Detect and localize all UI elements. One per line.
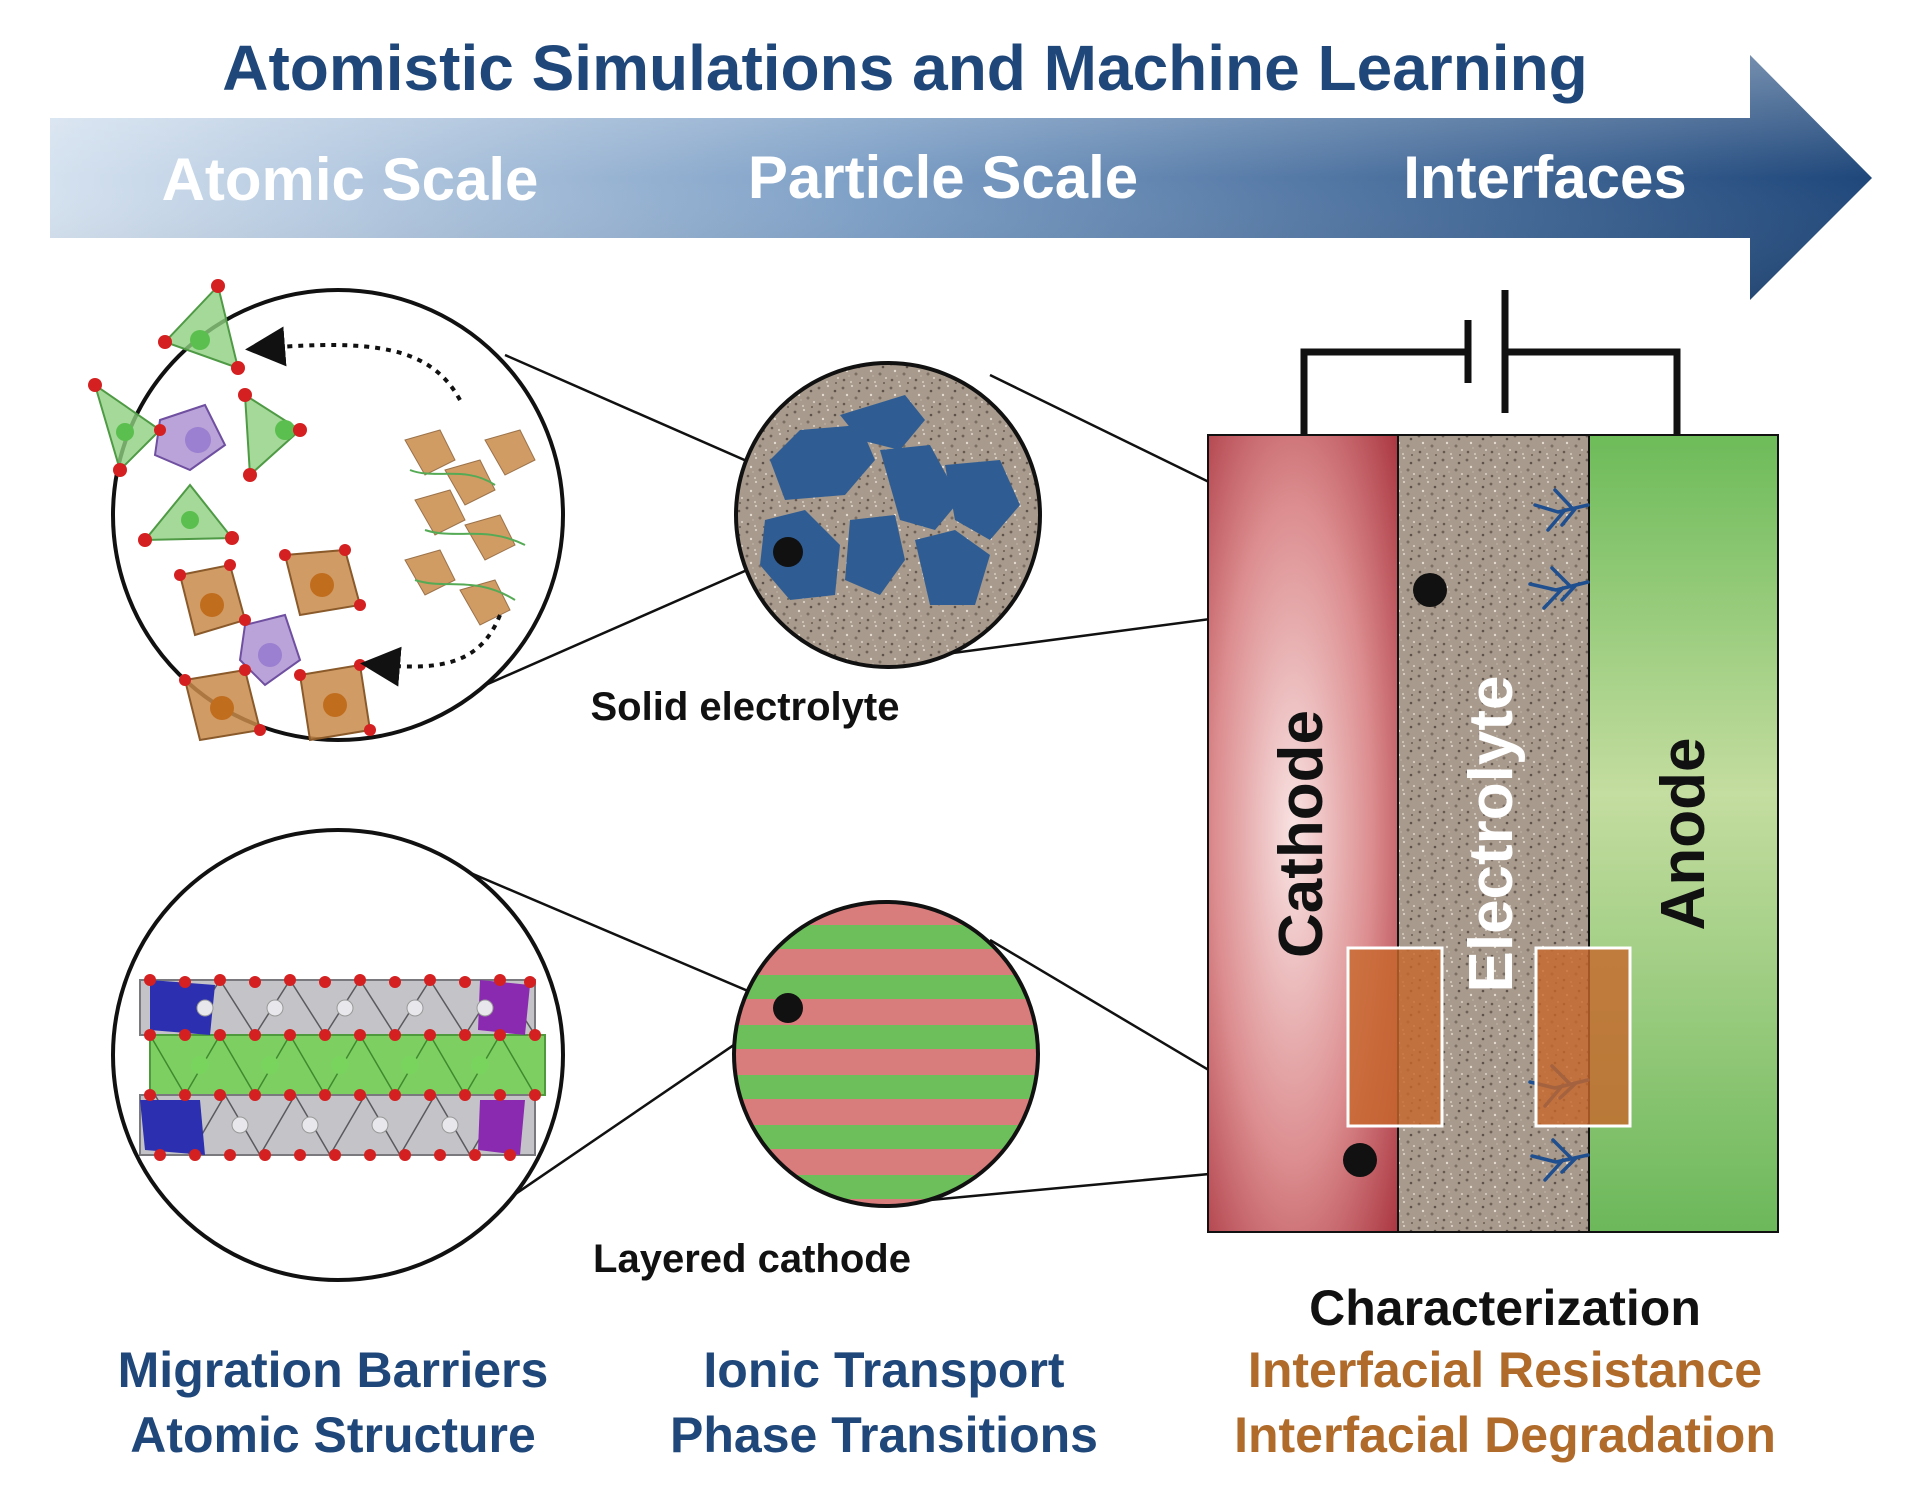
zoom-line	[439, 550, 789, 707]
octahedron	[484, 429, 536, 476]
migration-arrow-icon	[245, 326, 462, 401]
footer-left-line-2: Atomic Structure	[130, 1407, 536, 1463]
migration-arrow-icon	[360, 614, 502, 687]
oxygen-atoms	[88, 279, 376, 736]
layered-cathode-label: Layered cathode	[593, 1237, 911, 1281]
polyhedron-blue	[150, 980, 215, 1035]
battery-terminal-icon	[1300, 290, 1681, 435]
octahedron	[464, 514, 516, 561]
grain-particle	[840, 395, 925, 450]
grain-particle	[945, 460, 1020, 540]
grain-particle	[770, 425, 875, 500]
zoom-line	[439, 858, 789, 1010]
footer: Migration Barriers Atomic Structure Ioni…	[118, 1280, 1776, 1463]
page-title: Atomistic Simulations and Machine Learni…	[222, 32, 1588, 104]
solid-electrolyte-circle	[734, 361, 1042, 669]
bond-network	[409, 469, 526, 601]
footer-right-line-2: Interfacial Degradation	[1234, 1407, 1776, 1463]
polyhedron-purple	[478, 980, 530, 1035]
grain-particle	[915, 530, 990, 605]
grain-particle	[845, 515, 905, 595]
octahedron	[414, 489, 466, 536]
zoom-point	[773, 537, 803, 567]
polyhedron-purple	[478, 1100, 525, 1155]
footer-middle-line-1: Ionic Transport	[703, 1342, 1065, 1398]
battery-cell: Cathode Electrolyte Anode	[1207, 290, 1779, 1233]
zoom-point	[773, 993, 803, 1023]
footer-right-heading: Characterization	[1309, 1280, 1701, 1336]
zoom-line	[504, 353, 791, 482]
layer-atoms	[144, 974, 541, 1161]
octahedron	[404, 429, 456, 476]
tetrahedron	[243, 393, 302, 478]
atomic-structure-circle	[111, 288, 565, 742]
scale-label-interfaces: Interfaces	[1403, 144, 1686, 211]
layered-cathode-circle	[732, 900, 1040, 1208]
electrolyte-label: Electrolyte	[1457, 675, 1526, 992]
solid-electrolyte-label: Solid electrolyte	[591, 685, 900, 729]
octahedron	[444, 459, 496, 506]
footer-left-line-1: Migration Barriers	[118, 1342, 549, 1398]
scale-label-particle: Particle Scale	[748, 144, 1138, 211]
anode-label: Anode	[1649, 738, 1718, 931]
interface-region-anode	[1534, 946, 1632, 1128]
scale-arrow	[50, 55, 1872, 300]
zoom-point	[1343, 1143, 1377, 1177]
polyhedron-blue	[140, 1100, 205, 1155]
scale-arrow-shine	[50, 55, 1872, 300]
scale-label-atomic: Atomic Scale	[162, 146, 539, 213]
interface-region-cathode	[1346, 946, 1444, 1128]
electrolyte-grains	[760, 395, 1020, 605]
atom-centres	[116, 330, 347, 720]
zoom-point	[1413, 573, 1447, 607]
footer-middle-line-2: Phase Transitions	[670, 1407, 1098, 1463]
tetrahedron	[163, 283, 240, 370]
grain-particle	[880, 445, 960, 530]
cathode-label: Cathode	[1267, 710, 1336, 958]
crystal-fragment	[404, 429, 536, 626]
cathode-stripes	[734, 902, 1038, 1206]
footer-right-line-1: Interfacial Resistance	[1248, 1342, 1762, 1398]
layered-structure-circle	[111, 828, 565, 1282]
